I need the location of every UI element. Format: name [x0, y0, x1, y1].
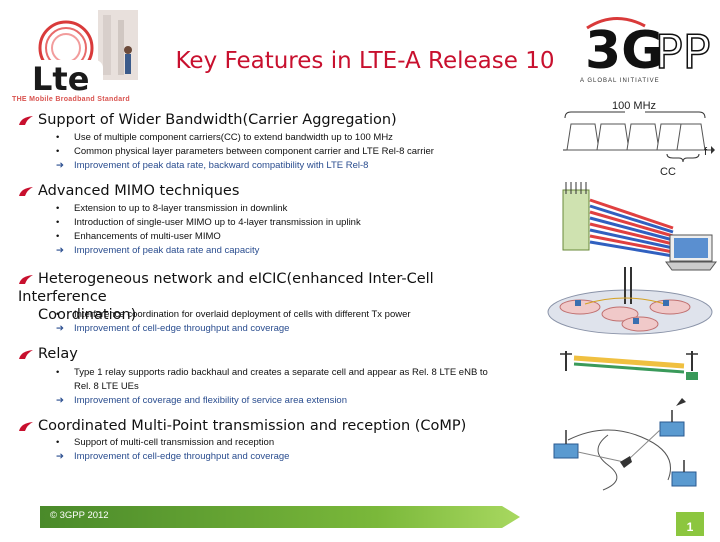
list-item-text: Improvement of peak data rate and capaci… — [74, 245, 260, 256]
list-item: ➔ Improvement of cell-edge throughput and… — [56, 450, 289, 464]
bullet-marker: • — [56, 231, 60, 242]
list-item-text: Improvement of coverage and flexibility … — [74, 395, 347, 406]
bandwidth-label: 100 MHz — [612, 100, 657, 112]
mimo-diagram — [562, 182, 717, 271]
list-item-text: Improvement of cell-edge throughput and … — [74, 323, 290, 334]
section-bullet-icon — [19, 421, 33, 431]
list-item: • Introduction of single-user MIMO up to … — [56, 216, 361, 230]
section-carrier-aggregation-list: • Use of multiple component carriers(CC) … — [56, 131, 434, 173]
section-mimo-title: Advanced MIMO techniques — [18, 182, 239, 200]
list-item-text: Type 1 relay supports radio backhaul and… — [74, 367, 488, 378]
section-hetnet-list: • Interference coordination for overlaid … — [56, 308, 411, 336]
lte-logo: Lte — [28, 10, 138, 98]
list-item-text: Interference coordination for overlaid d… — [74, 309, 411, 320]
3gpp-tagline: A GLOBAL INITIATIVE — [580, 78, 660, 84]
list-item: Rel. 8 LTE UEs — [56, 380, 488, 394]
carrier-aggregation-diagram — [563, 111, 715, 163]
bullet-marker: • — [56, 309, 60, 320]
list-item: ➔ Improvement of peak data rate, backward… — [56, 159, 434, 173]
f-label: f — [704, 146, 708, 158]
section-bullet-icon — [19, 186, 33, 196]
list-item: • Type 1 relay supports radio backhaul an… — [56, 366, 488, 380]
svg-text:PP: PP — [655, 25, 710, 79]
section-carrier-aggregation-title: Support of Wider Bandwidth(Carrier Aggre… — [18, 111, 397, 129]
list-item-text: Rel. 8 LTE UEs — [74, 381, 139, 392]
section-title-text: Relay — [38, 346, 78, 362]
bullet-marker: • — [56, 146, 60, 157]
list-item: • Extension to up to 8-layer transmission… — [56, 202, 361, 216]
bullet-marker: • — [56, 132, 60, 143]
list-item-text: Enhancements of multi-user MIMO — [74, 231, 221, 242]
section-comp-list: • Support of multi-cell transmission and … — [56, 436, 289, 464]
arrow-marker: ➔ — [56, 245, 64, 256]
section-title-text: Heterogeneous network and eICIC(enhanced… — [18, 271, 434, 305]
section-relay-list: • Type 1 relay supports radio backhaul an… — [56, 366, 488, 408]
list-item-text: Common physical layer parameters between… — [74, 146, 434, 157]
arrow-marker: ➔ — [56, 323, 64, 334]
arrow-marker: ➔ — [56, 451, 64, 462]
svg-text:3G: 3G — [585, 21, 664, 81]
list-item: ➔ Improvement of cell-edge throughput and… — [56, 322, 411, 336]
page-number: 1 — [676, 512, 704, 536]
comp-diagram — [553, 410, 697, 491]
list-item: ➔ Improvement of peak data rate and capac… — [56, 244, 361, 258]
section-comp-title: Coordinated Multi-Point transmission and… — [18, 417, 466, 435]
footer-bar — [40, 506, 520, 528]
arrow-marker: ➔ — [56, 395, 64, 406]
cc-label: CC — [660, 166, 676, 178]
svg-text:Lte: Lte — [32, 60, 89, 98]
list-item-text: Improvement of peak data rate, backward … — [74, 160, 369, 171]
list-item-text: Support of multi-cell transmission and r… — [74, 437, 275, 448]
lte-tagline: THE Mobile Broadband Standard — [12, 96, 130, 103]
bullet-marker: • — [56, 217, 60, 228]
list-item-text: Use of multiple component carriers(CC) t… — [74, 132, 393, 143]
section-title-text: Support of Wider Bandwidth(Carrier Aggre… — [38, 112, 397, 128]
bullet-marker: • — [56, 367, 60, 378]
section-bullet-icon — [19, 349, 33, 359]
relay-diagram — [560, 351, 698, 406]
section-relay-title: Relay — [18, 345, 78, 363]
list-item-text: Improvement of cell-edge throughput and … — [74, 451, 290, 462]
section-bullet-icon — [19, 115, 33, 125]
section-title-text-continued: Coordination) — [38, 307, 137, 323]
list-item: • Support of multi-cell transmission and … — [56, 436, 289, 450]
slide-title: Key Features in LTE-A Release 10 — [175, 48, 555, 74]
section-mimo-list: • Extension to up to 8-layer transmission… — [56, 202, 361, 258]
section-title-text: Coordinated Multi-Point transmission and… — [38, 418, 467, 434]
list-item-text: Extension to up to 8-layer transmission … — [74, 203, 288, 214]
3gpp-logo: 3G PP — [585, 16, 710, 81]
arrow-marker: ➔ — [56, 160, 64, 171]
section-bullet-icon — [19, 274, 33, 284]
list-item: • Enhancements of multi-user MIMO — [56, 230, 361, 244]
bullet-marker: • — [56, 437, 60, 448]
hetnet-diagram — [547, 267, 713, 335]
bullet-marker: • — [56, 203, 60, 214]
footer-copyright: © 3GPP 2012 — [50, 510, 109, 521]
list-item: ➔ Improvement of coverage and flexibility… — [56, 394, 488, 408]
list-item: • Interference coordination for overlaid … — [56, 308, 411, 322]
list-item: • Use of multiple component carriers(CC) … — [56, 131, 434, 145]
list-item: • Common physical layer parameters betwee… — [56, 145, 434, 159]
list-item-text: Introduction of single-user MIMO up to 4… — [74, 217, 361, 228]
section-hetnet-title: Heterogeneous network and eICIC(enhanced… — [18, 270, 488, 324]
section-title-text: Advanced MIMO techniques — [38, 183, 240, 199]
